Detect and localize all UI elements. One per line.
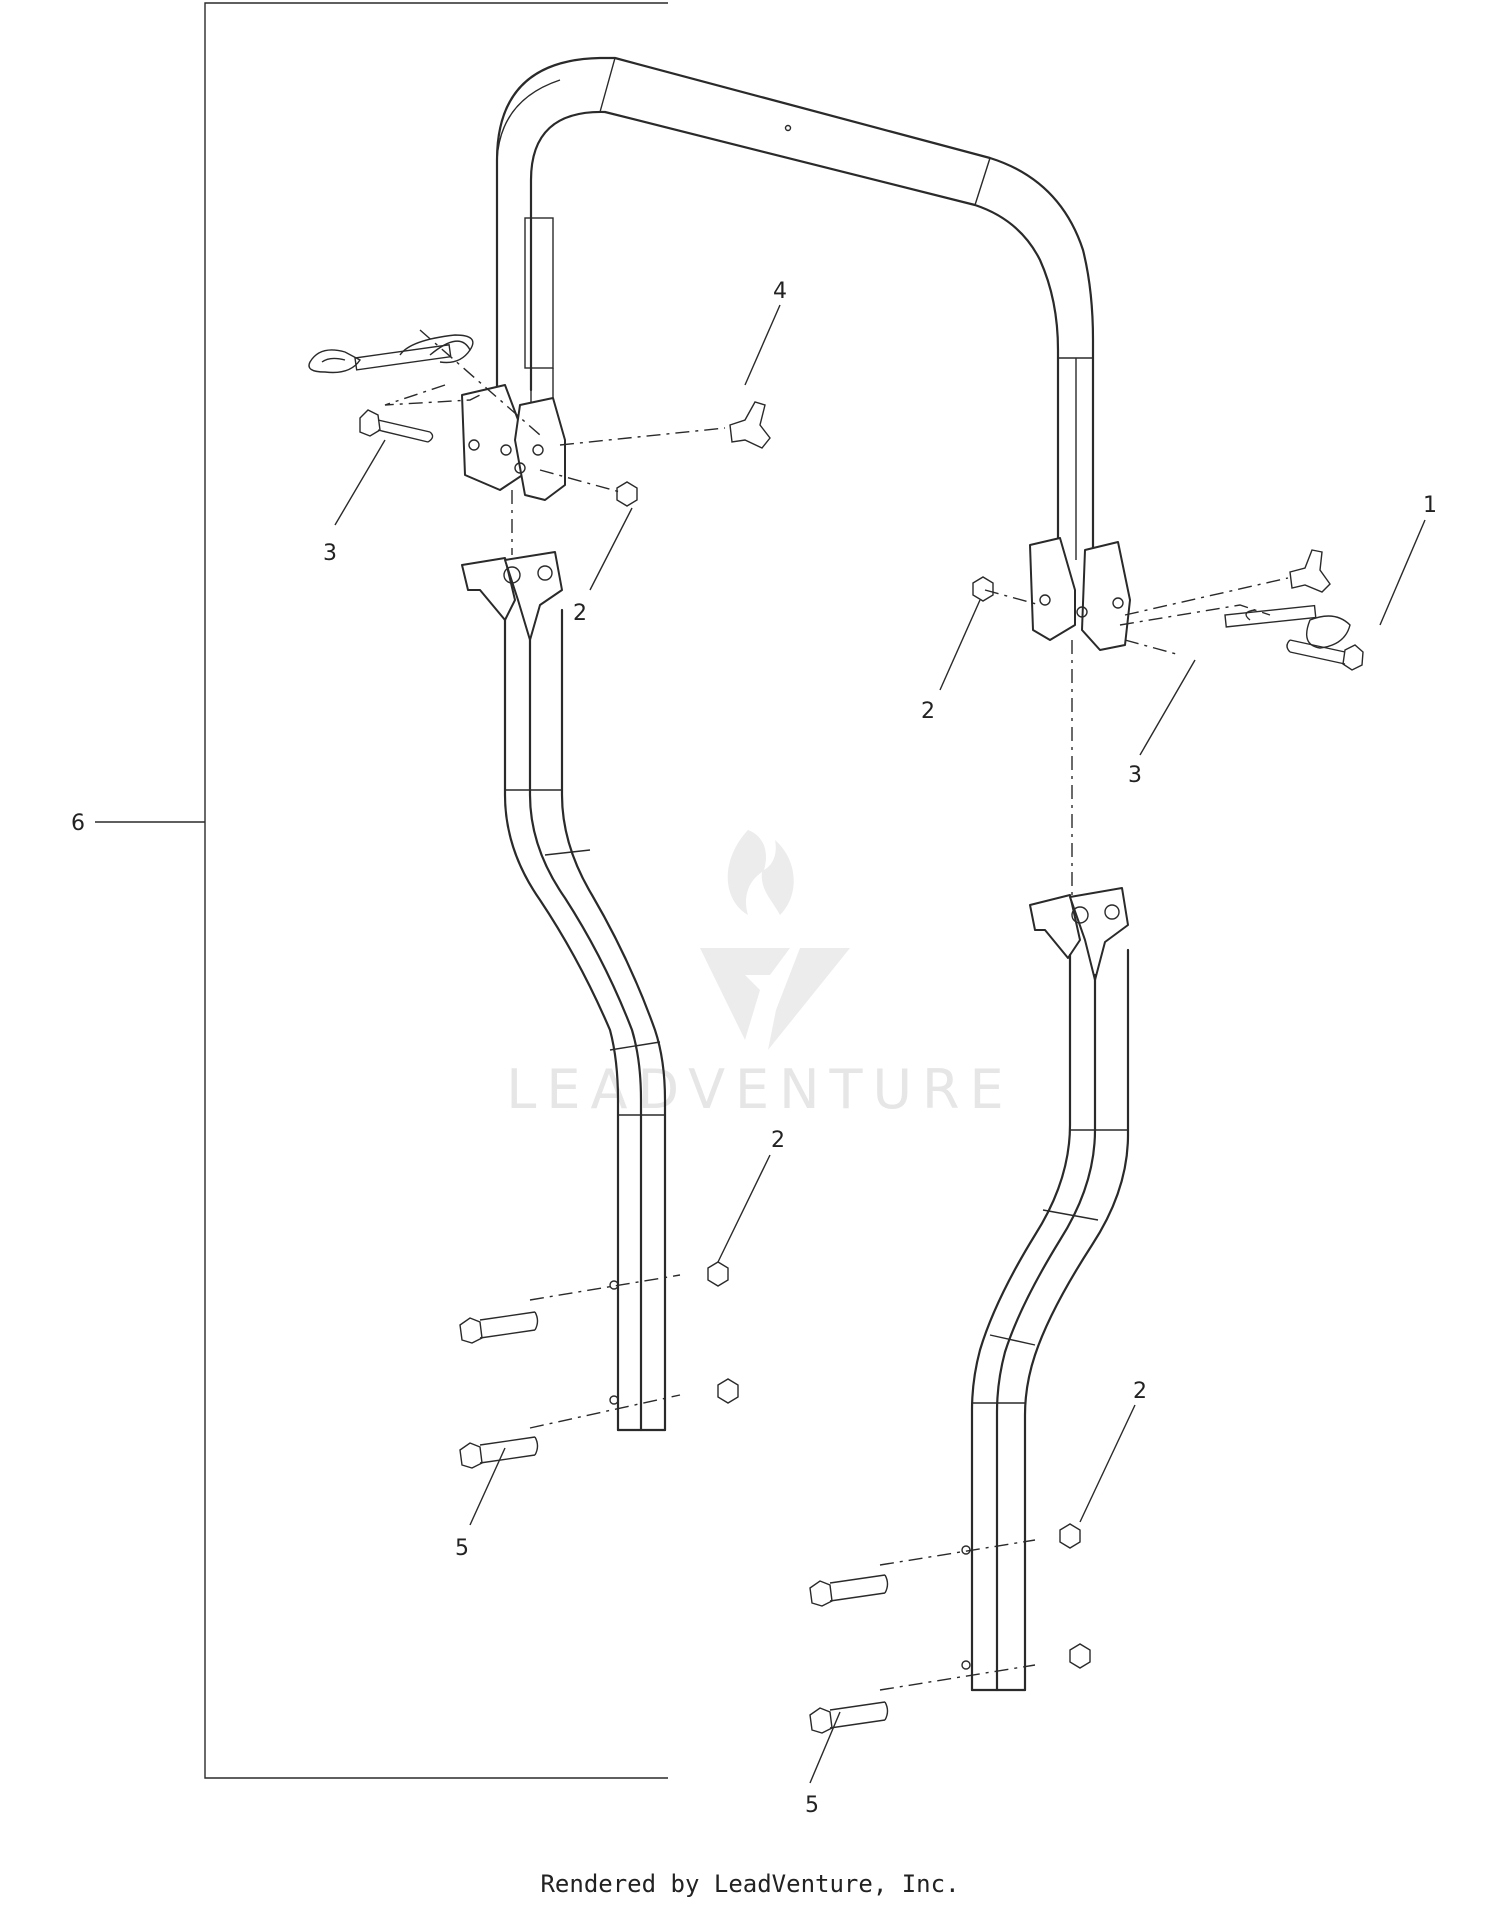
left-leg-nut-lower bbox=[717, 1378, 739, 1404]
callout-3-right: 3 bbox=[1128, 763, 1142, 788]
left-leg-bolt-upper bbox=[459, 1311, 539, 1344]
left-quick-pin bbox=[308, 334, 474, 374]
right-lower-roll-bar-leg bbox=[961, 887, 1130, 1692]
callout-2-right-hinge: 2 bbox=[921, 699, 935, 724]
right-leg-bolt-lower bbox=[809, 1701, 889, 1734]
left-wing-knob bbox=[729, 401, 771, 449]
left-leg-nut-upper bbox=[707, 1261, 729, 1287]
leadventure-watermark: LEADVENTURE bbox=[506, 830, 1013, 1121]
left-hinge-bolt bbox=[359, 409, 434, 443]
bolts bbox=[359, 409, 1364, 1734]
upper-roll-bar-hoop bbox=[461, 56, 1131, 651]
right-hinge-bolt bbox=[1286, 639, 1364, 671]
hardware-parts bbox=[308, 334, 1351, 649]
callout-6: 6 bbox=[71, 811, 85, 836]
callout-2-left-leg: 2 bbox=[771, 1128, 785, 1153]
right-quick-pin bbox=[1224, 604, 1351, 649]
left-leg-bolt-lower bbox=[459, 1436, 539, 1469]
flame-logo-icon bbox=[727, 830, 794, 915]
assembly-bracket bbox=[95, 2, 668, 1779]
right-leg-bolt-upper bbox=[809, 1574, 889, 1607]
right-leg-nut-lower bbox=[1069, 1643, 1091, 1669]
watermark-text: LEADVENTURE bbox=[506, 1058, 1013, 1121]
callout-2-left-hinge: 2 bbox=[573, 601, 587, 626]
callout-1: 1 bbox=[1423, 493, 1437, 518]
right-wing-knob bbox=[1289, 549, 1331, 593]
callout-labels: 1 4 3 2 2 3 6 2 2 5 5 bbox=[71, 279, 1437, 1818]
render-credit: Rendered by LeadVenture, Inc. bbox=[540, 1870, 960, 1898]
callout-2-right-leg: 2 bbox=[1133, 1379, 1147, 1404]
left-lower-roll-bar-leg bbox=[461, 551, 667, 1432]
right-leg-nut-upper bbox=[1059, 1523, 1081, 1549]
callout-4: 4 bbox=[773, 279, 787, 304]
v-logo-icon bbox=[700, 948, 850, 1050]
leader-lines bbox=[334, 304, 1426, 1784]
alignment-lines bbox=[384, 329, 1289, 1691]
nuts bbox=[616, 481, 1091, 1669]
right-hinge-nut bbox=[972, 576, 994, 602]
callout-3-left: 3 bbox=[323, 541, 337, 566]
callout-5-right: 5 bbox=[805, 1793, 819, 1818]
left-hinge-nut bbox=[616, 481, 638, 507]
callout-5-left: 5 bbox=[455, 1536, 469, 1561]
